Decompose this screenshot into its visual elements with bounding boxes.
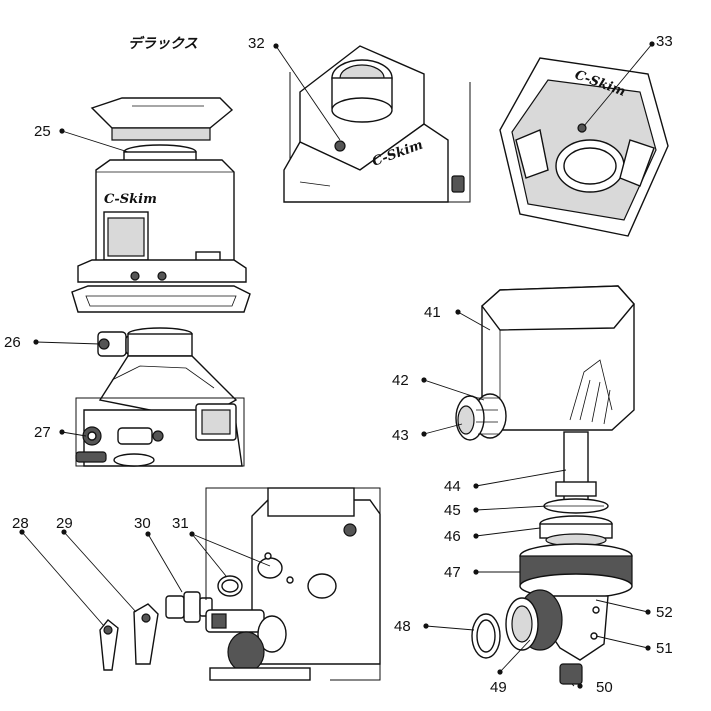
- part-label-26: 26: [4, 334, 21, 351]
- part-label-48: 48: [394, 618, 411, 635]
- leader-lines: [19, 41, 655, 689]
- pump-assembly: [455, 285, 635, 685]
- part-label-47: 47: [444, 564, 461, 581]
- body-logo: C-Skim: [104, 192, 157, 207]
- part-label-50: 50: [596, 679, 613, 696]
- base-gasket: [71, 285, 251, 313]
- part-label-46: 46: [444, 528, 461, 545]
- part-label-29: 29: [56, 515, 73, 532]
- part-label-25: 25: [34, 123, 51, 140]
- part-label-31: 31: [172, 515, 189, 532]
- part-label-30: 30: [134, 515, 151, 532]
- part-label-44: 44: [444, 478, 461, 495]
- part-label-41: 41: [424, 304, 441, 321]
- part-label-45: 45: [444, 502, 461, 519]
- part-label-43: 43: [392, 427, 409, 444]
- part-label-33: 33: [656, 33, 673, 50]
- part-label-49: 49: [490, 679, 507, 696]
- inset-33: C-Skim: [499, 57, 669, 237]
- skimmer-assembly: C-Skim: [71, 97, 251, 313]
- part-label-32: 32: [248, 35, 265, 52]
- part-labels: 25 26 27 28 29 30 31 32 33 41 42 43 44 4…: [4, 33, 673, 696]
- small-parts: [99, 575, 243, 671]
- lower-body-27: [75, 397, 245, 467]
- part-label-27: 27: [34, 424, 51, 441]
- part-label-51: 51: [656, 640, 673, 657]
- inset-32: C-Skim: [283, 45, 471, 203]
- inset-bottom-middle: [205, 487, 381, 681]
- part-label-52: 52: [656, 604, 673, 621]
- top-cap: [90, 97, 234, 129]
- part-label-42: 42: [392, 372, 409, 389]
- diagram-title: デラックス: [128, 35, 198, 52]
- base-flange: [77, 259, 247, 283]
- part-label-28: 28: [12, 515, 29, 532]
